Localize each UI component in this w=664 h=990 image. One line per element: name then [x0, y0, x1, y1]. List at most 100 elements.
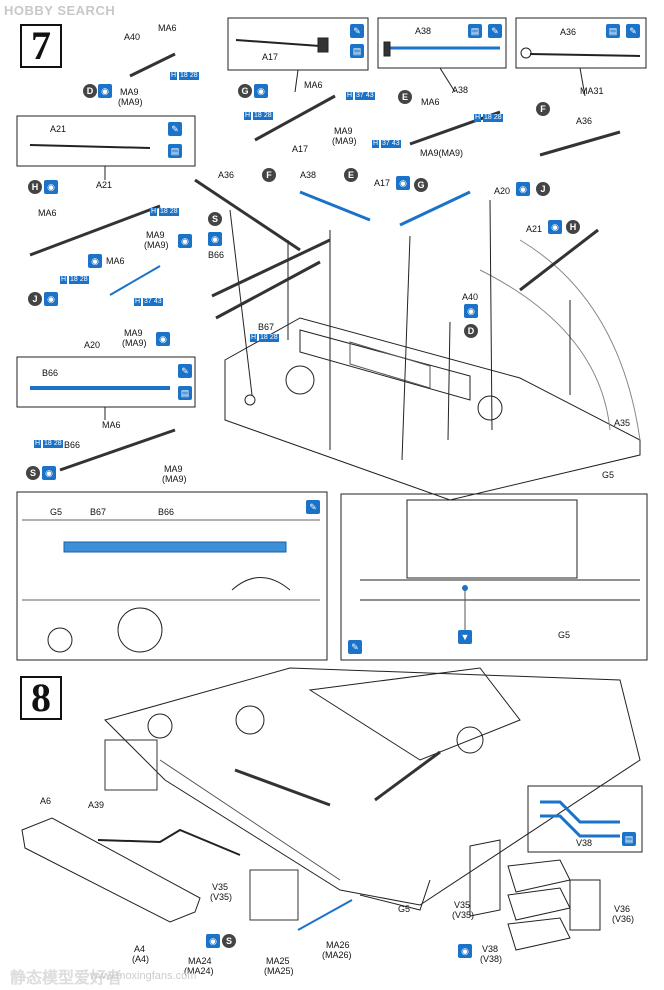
- label-v38: V38: [482, 944, 499, 954]
- label-v35-2-paren: (V35): [452, 910, 475, 920]
- watermark-text: 静态模型爱好者: [10, 970, 123, 987]
- label-a38-3: A38: [300, 170, 317, 180]
- paint-drop-icon-3: ◉: [156, 332, 170, 346]
- glue-icon-s-2: ◉: [42, 466, 56, 480]
- label-a20-2: A20: [494, 186, 511, 196]
- label-ma9-4: MA9: [146, 230, 165, 240]
- label-g5: G5: [602, 470, 615, 480]
- label-ma31: MA31: [580, 86, 604, 96]
- glue-icon-d: ◉: [464, 304, 478, 318]
- label-a36-3: A36: [218, 170, 235, 180]
- glue-icon: ◉: [98, 84, 112, 98]
- ref-circle-s: S: [208, 212, 222, 226]
- ref-circle-d-2: D: [464, 324, 478, 338]
- ref-circle-f-2: F: [262, 168, 276, 182]
- label-a4: A4: [134, 944, 146, 954]
- glue-icon-4: ◉: [548, 220, 562, 234]
- label-v38-box: V38: [576, 838, 593, 848]
- glue-icon-g: ◉: [254, 84, 268, 98]
- label-a17-3: A17: [374, 178, 391, 188]
- glue-icon-h: ◉: [44, 180, 58, 194]
- label-a4-paren: (A4): [132, 954, 150, 964]
- ref-circle-h-2: H: [566, 220, 580, 234]
- cement-icon-2: ✎: [488, 24, 502, 38]
- label-a40: A40: [124, 32, 141, 42]
- paint-icon-5: ▤: [178, 386, 192, 400]
- ref-circle-f: F: [536, 102, 550, 116]
- label-ma9: MA9: [120, 87, 139, 97]
- label-ma6-5: MA6: [106, 256, 125, 266]
- ref-circle-d: D: [83, 84, 97, 98]
- header: HOBBY SEARCH: [0, 0, 664, 22]
- label-a40-2: A40: [462, 292, 479, 302]
- label-b67: B67: [258, 322, 275, 332]
- ref-circle-s-2: S: [26, 466, 40, 480]
- label-ma9-5: MA9: [124, 328, 143, 338]
- cement-icon-5: ✎: [178, 364, 192, 378]
- callout-box-a36: [515, 17, 647, 69]
- cement-icon-6: ✎: [306, 500, 320, 514]
- label-v35: V35: [212, 882, 229, 892]
- label-a6: A6: [40, 796, 52, 806]
- label-a17-2: A17: [292, 144, 309, 154]
- label-a20: A20: [84, 340, 101, 350]
- label-ma9-6: MA9: [164, 464, 183, 474]
- cement-icon-3: ✎: [626, 24, 640, 38]
- label-b66-detail: B66: [158, 507, 175, 517]
- label-ma6: MA6: [158, 23, 177, 33]
- detail-box-left: [16, 491, 328, 661]
- cement-icon-7: ✎: [348, 640, 362, 654]
- glue-icon-j: ◉: [44, 292, 58, 306]
- label-ma26: MA26: [326, 940, 350, 950]
- label-ma9-5-paren: (MA9): [122, 338, 147, 348]
- watermark-url: www.moxingfans.com: [90, 970, 197, 982]
- label-ma24-paren: (MA24): [184, 966, 214, 976]
- label-v38-paren: (V38): [480, 954, 503, 964]
- cement-icon: ✎: [350, 24, 364, 38]
- ref-circle-h: H: [28, 180, 42, 194]
- ref-circle-e-2: E: [344, 168, 358, 182]
- label-ma6-2: MA6: [304, 80, 323, 90]
- label-ma9-2-paren: (MA9): [332, 136, 357, 146]
- label-v35-2: V35: [454, 900, 471, 910]
- callout-box-a21: [16, 115, 196, 167]
- label-b66-box: B66: [42, 368, 59, 378]
- label-a17-top: A17: [262, 52, 279, 62]
- label-v36-paren: (V36): [612, 914, 635, 924]
- paint-icon: ▤: [350, 44, 364, 58]
- label-b66-2: B66: [64, 440, 81, 450]
- label-a36-top: A36: [560, 27, 577, 37]
- label-v36: V36: [614, 904, 631, 914]
- ref-circle-j-2: J: [536, 182, 550, 196]
- label-ma25-paren: (MA25): [264, 966, 294, 976]
- label-ma6-3: MA6: [421, 97, 440, 107]
- label-ma26-paren: (MA26): [322, 950, 352, 960]
- glue-icon-s: ◉: [208, 232, 222, 246]
- callout-box-b66: [16, 356, 196, 408]
- detail-box-right: [340, 493, 648, 661]
- callout-box-a38: [377, 17, 507, 69]
- label-ma24: MA24: [188, 956, 212, 966]
- paint-icon-3: ▤: [606, 24, 620, 38]
- step-number-8: 8: [20, 676, 62, 720]
- ref-circle-j: J: [28, 292, 42, 306]
- label-b66: B66: [208, 250, 225, 260]
- label-a21-2: A21: [526, 224, 543, 234]
- label-v35-paren: (V35): [210, 892, 233, 902]
- label-a38-2: A38: [452, 85, 469, 95]
- ref-circle-e: E: [398, 90, 412, 104]
- ref-circle-s-3: S: [222, 934, 236, 948]
- paint-drop-icon: ◉: [178, 234, 192, 248]
- label-g5-detail-2: G5: [558, 630, 571, 640]
- label-ma6-4: MA6: [38, 208, 57, 218]
- label-a21-box: A21: [50, 124, 67, 134]
- site-logo: HOBBY SEARCH: [4, 3, 116, 18]
- ref-circle-g: G: [238, 84, 252, 98]
